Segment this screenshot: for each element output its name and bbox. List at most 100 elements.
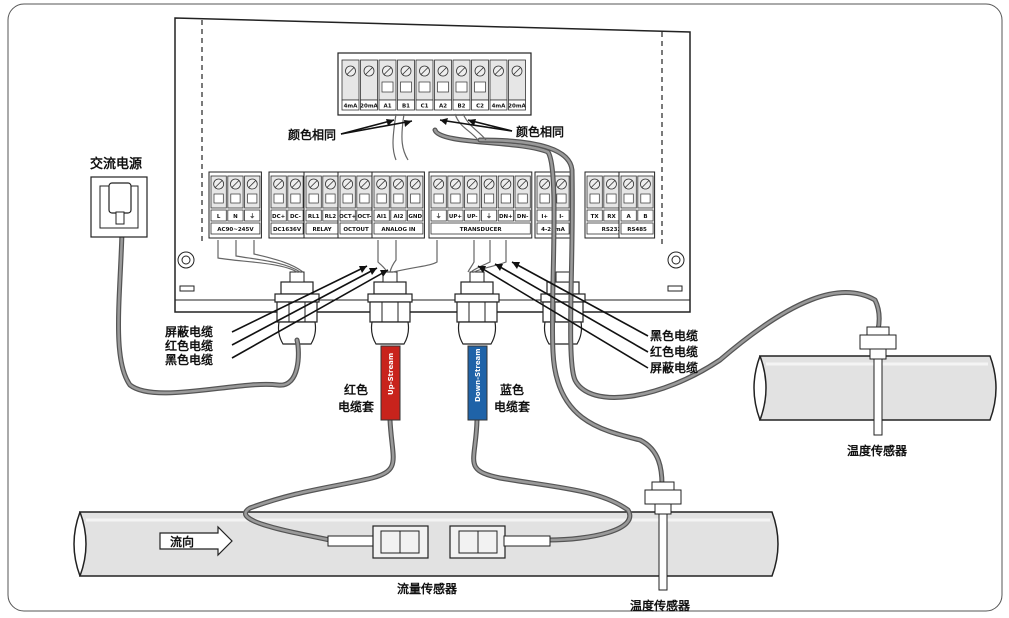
top-terminal-label: 4mA [344,104,359,110]
downstream-blue-sleeve: Down-Stream [467,345,488,421]
terminal: RX [603,175,620,222]
same-color-left-label: 颜色相同 [288,127,336,142]
terminal-group-label: AC90~245V [217,227,254,233]
blue-sleeve-label-line2: 电缆套 [494,399,531,414]
terminal: OCT+ [339,175,357,222]
terminal-label: I- [559,214,563,220]
terminal-group: A B RS485 [618,171,656,239]
top-terminal-label: B2 [457,104,465,110]
top-terminal: 20mA [508,59,527,111]
terminal-label: RL1 [308,214,320,220]
temp-sensor-bottom [644,481,682,591]
terminal-group: OCT+OCT- OCTOUT [337,171,375,239]
downstream-flow-sensor [449,525,551,559]
cable-gland [454,271,500,345]
terminal: DC- [287,175,304,222]
terminal: AI1 [373,175,390,222]
top-terminal: C1 [415,59,434,111]
cable-gland [367,271,413,345]
cables [116,113,882,543]
terminal-group-label: OCTOUT [343,227,369,233]
flow-direction-label: 流向 [170,534,194,549]
top-terminal: 4mA [489,59,508,111]
top-terminal: C2 [471,59,489,111]
top-terminal-label: A2 [439,104,447,110]
blue-sleeve-label-line1: 蓝色 [500,382,524,397]
top-terminal-label: 4mA [492,104,507,110]
terminal: N [227,175,244,222]
left-shield-cable-label: 屏蔽电缆 [164,324,213,339]
terminal: ⏚ [480,175,498,222]
terminal: UP+ [447,175,464,222]
outer-frame [7,3,1003,612]
terminal-group-label: RS485 [627,227,647,233]
terminal: TX [586,175,603,222]
top-terminal-label: A1 [383,104,391,110]
terminal-label: ⏚ [249,213,255,220]
top-terminal: A2 [434,59,452,111]
temp-sensor-right-label: 温度传感器 [847,443,908,458]
terminal-label: TX [591,214,600,220]
terminal-group-label: RELAY [312,227,332,233]
terminal-group: DC+DC-DC1636V [268,171,306,239]
terminal-label: RL2 [325,214,337,220]
upstream-red-sleeve: Up-Stream [380,345,401,421]
terminal-label: UP+ [449,214,462,220]
left-red-cable-label: 红色电缆 [165,338,213,353]
terminal: RL2 [322,175,339,222]
terminal: DN- [514,175,531,222]
downstream-label: Down-Stream [474,348,482,402]
terminal-group-label: DC1636V [273,227,302,233]
terminal-label: B [643,214,647,220]
same-color-right-label: 颜色相同 [516,124,564,139]
temp-sensor-bottom-label: 温度传感器 [630,598,691,613]
cable-gland [274,271,320,345]
terminal-label: N [233,214,238,220]
terminal-label: A [627,214,632,220]
terminal: A [620,175,637,222]
terminal-label: ⏚ [436,213,442,220]
terminal: OCT- [356,175,373,222]
terminal-label: DN- [517,214,528,220]
terminal: DN+ [497,175,514,222]
terminal: GND [407,175,424,222]
terminal: AI2 [390,175,407,222]
top-terminal-label: 20mA [360,104,378,110]
flow-direction-arrow [159,525,233,557]
terminal-label: OCT+ [339,214,356,220]
terminal-label: AI1 [377,214,387,220]
right-shield-cable-label: 屏蔽电缆 [649,360,698,375]
top-terminal: 20mA [360,59,379,111]
terminal-label: OCT- [357,214,371,220]
red-sleeve-label-line2: 电缆套 [338,399,375,414]
top-terminal: A1 [378,59,397,111]
terminal-label: RX [607,214,616,220]
top-terminal-label: B1 [402,104,410,110]
upstream-label: Up-Stream [387,353,395,395]
main-pipe [73,511,779,577]
right-red-cable-label: 红色电缆 [650,344,698,359]
top-terminal: B1 [397,59,415,111]
left-black-cable-label: 黑色电缆 [165,352,213,367]
terminal: L [210,175,227,222]
upstream-flow-sensor [327,525,429,559]
top-terminal-label: C2 [476,104,484,110]
right-black-cable-label: 黑色电缆 [650,328,698,343]
top-terminal: B2 [452,59,471,111]
terminal-label: DN+ [499,214,513,220]
terminal: I+ [536,175,553,222]
terminal-group: ⏚UP+UP-⏚DN+DN-TRANSDUCER [428,171,533,239]
annotation-arrows [231,118,649,369]
top-terminal: 4mA [341,59,360,111]
top-terminal-label: 20mA [508,104,526,110]
ac-power-label: 交流电源 [90,156,142,172]
terminal: ⏚ [244,175,261,222]
terminal-label: UP- [467,214,478,220]
terminal-label: L [217,214,221,220]
terminal: B [637,175,654,222]
